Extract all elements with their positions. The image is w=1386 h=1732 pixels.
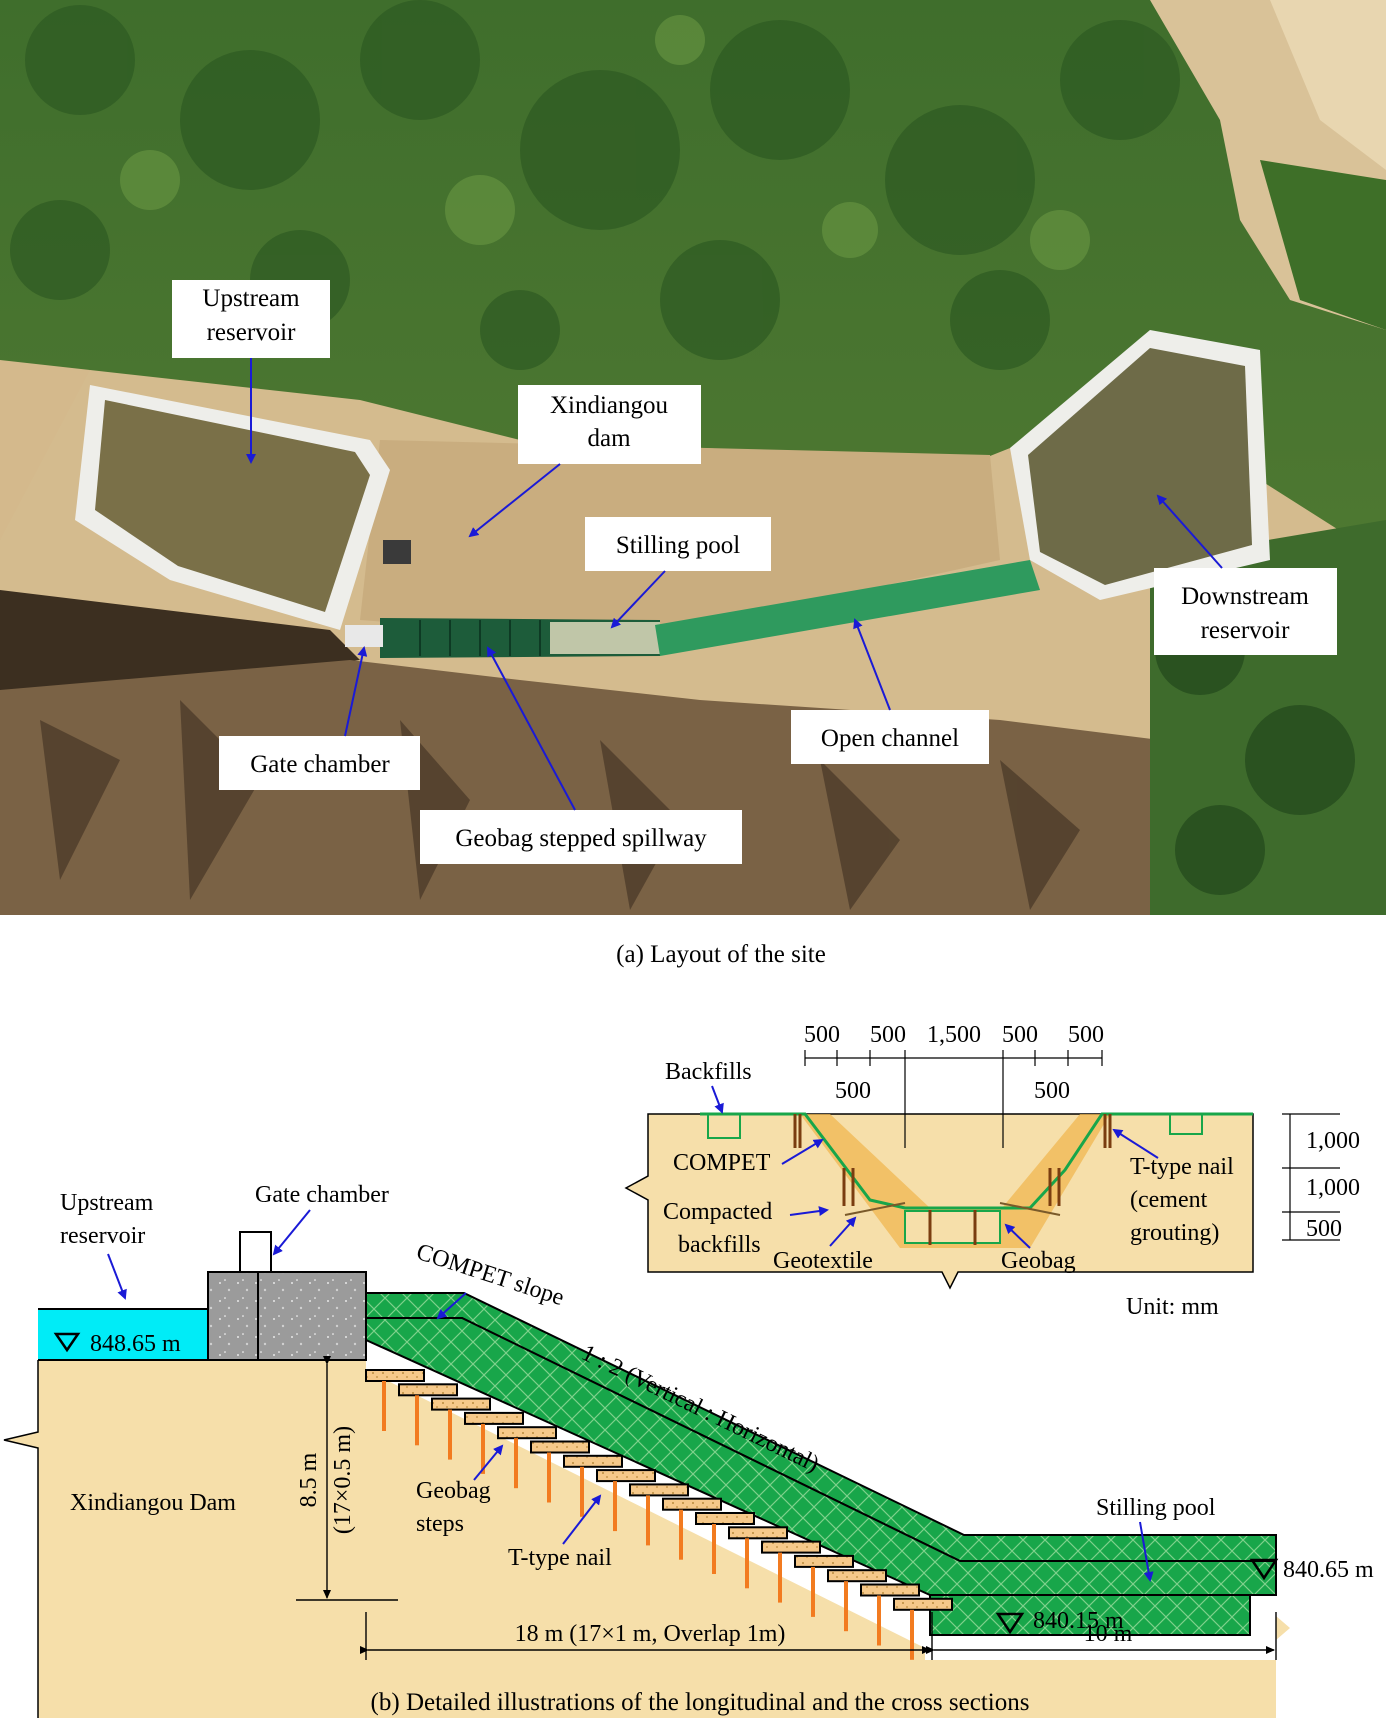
unit-label: Unit: mm [1126, 1294, 1219, 1320]
xindiangou-dam-line2: dam [587, 425, 631, 452]
dim-right-3: 500 [1306, 1216, 1342, 1242]
label-open-channel: Open channel [791, 618, 989, 764]
geobag-step [398, 1383, 458, 1397]
geobag-step [464, 1411, 524, 1425]
compet-lower-layer [365, 1317, 1277, 1596]
xindiangou-dam-line1: Xindiangou [550, 392, 669, 419]
label-gate-chamber: Gate chamber [219, 646, 420, 790]
t-type-nail-line1: T-type nail [1130, 1154, 1234, 1180]
downstream-reservoir-line1: Downstream [1181, 583, 1309, 610]
gate-chamber-block [207, 1271, 367, 1361]
t-type-nail-line2: (cement [1130, 1187, 1208, 1213]
water-level-pool: 840.15 m [995, 1608, 1124, 1635]
compacted-backfills-line2: backfills [678, 1232, 761, 1258]
geobag-steps-line1: Geobag [416, 1478, 491, 1504]
gate-chamber-label-b: Gate chamber [255, 1182, 389, 1208]
geotextile-label: Geotextile [773, 1248, 873, 1274]
height-detail-label: (17×0.5 m) [330, 1426, 356, 1534]
geobag-step [530, 1440, 590, 1454]
cross-nails [793, 1114, 1112, 1245]
dim-top-3: 1,500 [927, 1022, 981, 1048]
arrow-xindiangou-dam [468, 463, 561, 538]
stilling-pool-label-b: Stilling pool [1096, 1495, 1216, 1521]
arrow-gate-chamber [344, 646, 368, 737]
dam-label: Xindiangou Dam [70, 1490, 236, 1516]
caption-b: (b) Detailed illustrations of the longit… [371, 1689, 1030, 1716]
label-xindiangou-dam: Xindiangou dam [468, 385, 701, 538]
t-type-nail-label-b: T-type nail [508, 1545, 612, 1571]
arrow-downstream-reservoir [1156, 494, 1223, 569]
height-label: 8.5 m [296, 1452, 322, 1507]
geobag-step [629, 1483, 689, 1497]
stilling-pool-body [929, 1594, 1251, 1636]
geobag-step [662, 1497, 722, 1511]
label-geobag-spillway: Geobag stepped spillway [420, 646, 742, 864]
geobag-step [761, 1540, 821, 1554]
geobag-step [728, 1526, 788, 1540]
geobag-step [431, 1397, 491, 1411]
downstream-reservoir-line2: reservoir [1201, 617, 1291, 644]
dim-top-2: 500 [870, 1022, 906, 1048]
geobag-steps-line2: steps [416, 1511, 464, 1537]
dim-top-1: 500 [804, 1022, 840, 1048]
gate-chamber-label: Gate chamber [250, 751, 390, 778]
gate-chamber-tower [239, 1231, 272, 1273]
label-stilling-pool: Stilling pool [585, 517, 771, 629]
arrow-open-channel [853, 618, 891, 711]
cross-section: 500 500 1,500 500 500 500 500 1,000 1,00… [624, 1022, 1360, 1320]
upstream-reservoir-line2-b: reservoir [60, 1223, 145, 1249]
longitudinal-section: 848.65 m 840.15 m 840.65 m Upstream rese… [3, 1182, 1374, 1718]
compet-label: COMPET [673, 1150, 771, 1176]
geobag-step [365, 1369, 425, 1382]
backfills-label: Backfills [665, 1059, 752, 1085]
geobag-step [860, 1583, 920, 1597]
geobag-step [794, 1554, 854, 1568]
upstream-level-label: 848.65 m [90, 1331, 181, 1357]
cross-section-ground [624, 1113, 1254, 1290]
geobag-label: Geobag [1001, 1248, 1076, 1274]
geobag-step [596, 1469, 656, 1483]
geobag-step [695, 1512, 755, 1525]
stilling-pool-label: Stilling pool [616, 532, 740, 559]
dim-top-4: 500 [1002, 1022, 1038, 1048]
caption-a: (a) Layout of the site [616, 941, 826, 968]
geobag-step [497, 1426, 557, 1440]
backfill-box-left [707, 1113, 741, 1139]
length-pool-label: 10 m [1084, 1621, 1133, 1647]
t-type-nails-group [382, 1381, 914, 1660]
geobag-steps-group [365, 1369, 953, 1611]
water-level-upstream: 848.65 m [53, 1331, 181, 1357]
water-level-downstream: 840.65 m [1249, 1557, 1374, 1583]
arrow-stilling-pool [610, 570, 666, 629]
dim-right-2: 1,000 [1306, 1175, 1360, 1201]
arrow-geobag-spillway [487, 646, 576, 811]
geobag-step [893, 1597, 953, 1611]
geobag-step [563, 1454, 623, 1468]
geobag-step [827, 1569, 887, 1583]
dim-lower-2: 500 [1034, 1078, 1070, 1104]
t-type-nail-line3: grouting) [1130, 1220, 1219, 1246]
upstream-reservoir-line1: Upstream [202, 285, 300, 312]
compacted-backfills-line1: Compacted [663, 1199, 772, 1225]
dim-top-5: 500 [1068, 1022, 1104, 1048]
downstream-level-label: 840.65 m [1283, 1557, 1374, 1583]
dim-lower-1: 500 [835, 1078, 871, 1104]
label-upstream-reservoir: Upstream reservoir [172, 280, 330, 464]
geobag-cross [904, 1210, 1001, 1244]
compet-lining [700, 1112, 1253, 1210]
geobag-spillway-label: Geobag stepped spillway [455, 825, 707, 852]
pool-level-label: 840.15 m [1033, 1608, 1124, 1634]
photo-labels: Upstream reservoir Xindiangou dam Stilli… [172, 280, 1337, 864]
backfill-box-right [1169, 1113, 1203, 1135]
length-spillway-label: 18 m (17×1 m, Overlap 1m) [515, 1621, 786, 1647]
label-downstream-reservoir: Downstream reservoir [1154, 494, 1337, 655]
dim-right-1: 1,000 [1306, 1128, 1360, 1154]
open-channel-label: Open channel [821, 725, 959, 752]
upstream-reservoir-line1-b: Upstream [60, 1190, 154, 1216]
upstream-reservoir-line2: reservoir [207, 319, 297, 346]
